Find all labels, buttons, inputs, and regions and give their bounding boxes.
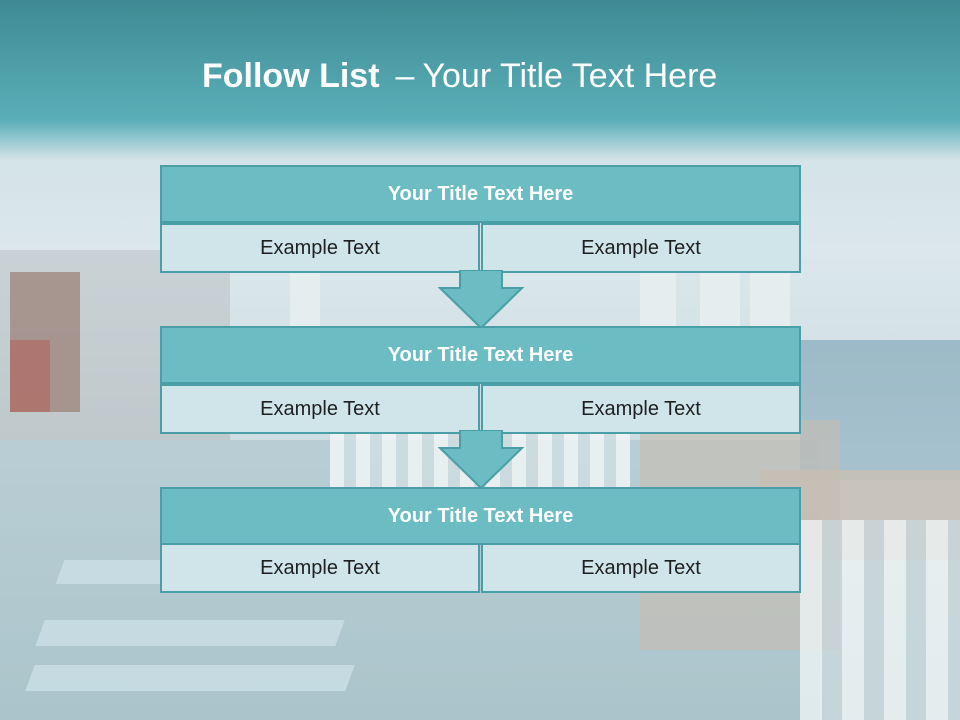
background-column	[640, 270, 676, 330]
step-title: Your Title Text Here	[160, 326, 801, 384]
background-railing	[800, 520, 960, 720]
background-column	[290, 265, 320, 335]
step-block-2: Your Title Text Here Example Text Exampl…	[160, 326, 801, 434]
title-text: Your Title Text Here	[422, 57, 718, 95]
header-band	[0, 0, 960, 160]
step-left-cell: Example Text	[160, 384, 480, 434]
step-right-cell: Example Text	[481, 384, 801, 434]
slide-title: Follow List–Your Title Text Here	[202, 54, 902, 98]
background-column	[700, 270, 740, 330]
down-arrow-icon	[438, 430, 524, 490]
step-block-1: Your Title Text Here Example Text Exampl…	[160, 165, 801, 273]
step-title: Your Title Text Here	[160, 487, 801, 545]
down-arrow-icon	[438, 270, 524, 330]
title-separator: –	[395, 57, 415, 95]
background-light-stripe	[25, 665, 355, 691]
step-left-cell: Example Text	[160, 223, 480, 273]
title-bold: Follow List	[202, 57, 380, 95]
background-light-stripe	[35, 620, 345, 646]
step-right-cell: Example Text	[481, 543, 801, 593]
background-column	[750, 270, 790, 330]
step-block-3: Your Title Text Here Example Text Exampl…	[160, 487, 801, 593]
step-left-cell: Example Text	[160, 543, 480, 593]
background-door-panel	[10, 340, 50, 412]
step-right-cell: Example Text	[481, 223, 801, 273]
step-title: Your Title Text Here	[160, 165, 801, 223]
